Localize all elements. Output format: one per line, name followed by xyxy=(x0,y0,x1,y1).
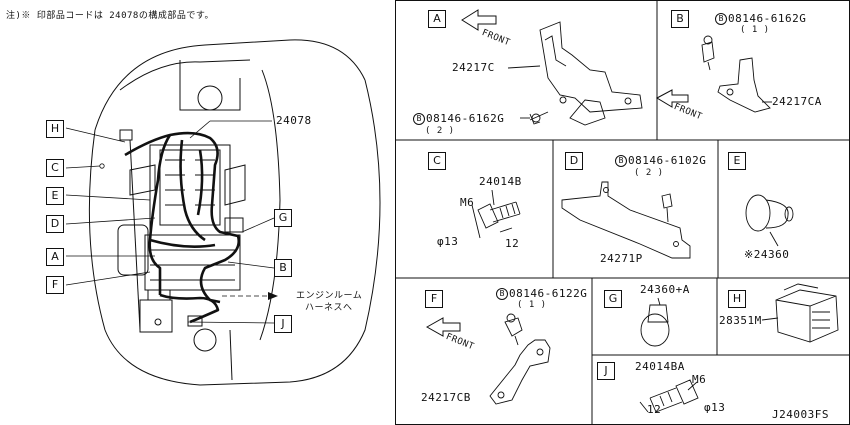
front-arrow-B xyxy=(655,89,689,108)
part-label-24217CA: 24217CA xyxy=(772,95,822,108)
thread-label-J: M6 xyxy=(692,373,707,386)
leader-C xyxy=(65,165,101,169)
callout-E: E xyxy=(46,187,64,205)
callout-B: B xyxy=(274,259,292,277)
front-arrow-A xyxy=(461,9,497,31)
part-label-28351M: 28351M xyxy=(719,314,762,327)
callout-H: H xyxy=(46,120,64,138)
leader-B xyxy=(227,261,275,269)
part-label-24014B: 24014B xyxy=(479,175,522,188)
panel-letter-B: B xyxy=(671,10,689,28)
length-label-J: 12 xyxy=(647,403,662,416)
dia-label-J: φ13 xyxy=(704,401,726,414)
panel-letter-F: F xyxy=(425,290,443,308)
engine-room-label: エンジンルーム xyxy=(296,291,363,301)
part-28351M-drawing xyxy=(761,283,839,343)
diagram-code: J24003FS xyxy=(772,408,829,421)
part-24217CB-drawing xyxy=(489,313,551,405)
panel-letter-A: A xyxy=(428,10,446,28)
callout-J: J xyxy=(274,315,292,333)
thread-label-C: M6 xyxy=(460,196,475,209)
bolt-qty-F: ( 1 ) xyxy=(517,300,547,310)
part-24360A-drawing xyxy=(640,297,670,347)
leader-E xyxy=(65,194,151,201)
part-24360-drawing xyxy=(745,194,794,247)
bolt-qty-D: ( 2 ) xyxy=(634,168,664,178)
leader-J xyxy=(187,321,275,324)
callout-F: F xyxy=(46,276,64,294)
dia-label-C: φ13 xyxy=(437,235,459,248)
panel-letter-H: H xyxy=(728,290,746,308)
bolt-24014BA-drawing xyxy=(639,379,699,413)
leader-H xyxy=(65,127,126,143)
callout-D: D xyxy=(46,215,64,233)
leader-F xyxy=(65,271,151,286)
panel-letter-J: J xyxy=(597,362,615,380)
part-label-24360: ※24360 xyxy=(744,248,790,261)
leader-D xyxy=(65,217,156,225)
part-24217C-drawing xyxy=(507,21,643,126)
bolt-qty-B: ( 1 ) xyxy=(740,25,770,35)
part-label-24360A: 24360+A xyxy=(640,283,690,296)
part-label-24271P: 24271P xyxy=(600,252,643,265)
callout-G: G xyxy=(274,209,292,227)
part-label-24217CB: 24217CB xyxy=(421,391,471,404)
part-label-24014BA: 24014BA xyxy=(635,360,685,373)
part-label-24078: 24078 xyxy=(276,114,312,127)
panel-letter-E: E xyxy=(728,152,746,170)
harness-label: ハーネスへ xyxy=(305,303,353,313)
panel-letter-C: C xyxy=(428,152,446,170)
part-24217CA-drawing xyxy=(701,35,772,113)
front-arrow-F xyxy=(425,317,461,337)
panel-letter-G: G xyxy=(604,290,622,308)
component-note: 注)※ 印部品コードは 24078の構成部品です。 xyxy=(6,11,214,21)
bolt-qty-A: ( 2 ) xyxy=(425,126,455,136)
panel-letter-D: D xyxy=(565,152,583,170)
part-24271P-drawing xyxy=(561,181,691,259)
part-label-24217C: 24217C xyxy=(452,61,495,74)
callout-A: A xyxy=(46,248,64,266)
bolt-24014B-drawing xyxy=(471,189,521,239)
leader-G xyxy=(241,217,275,233)
callout-C: C xyxy=(46,159,64,177)
length-label-C: 12 xyxy=(505,237,520,250)
